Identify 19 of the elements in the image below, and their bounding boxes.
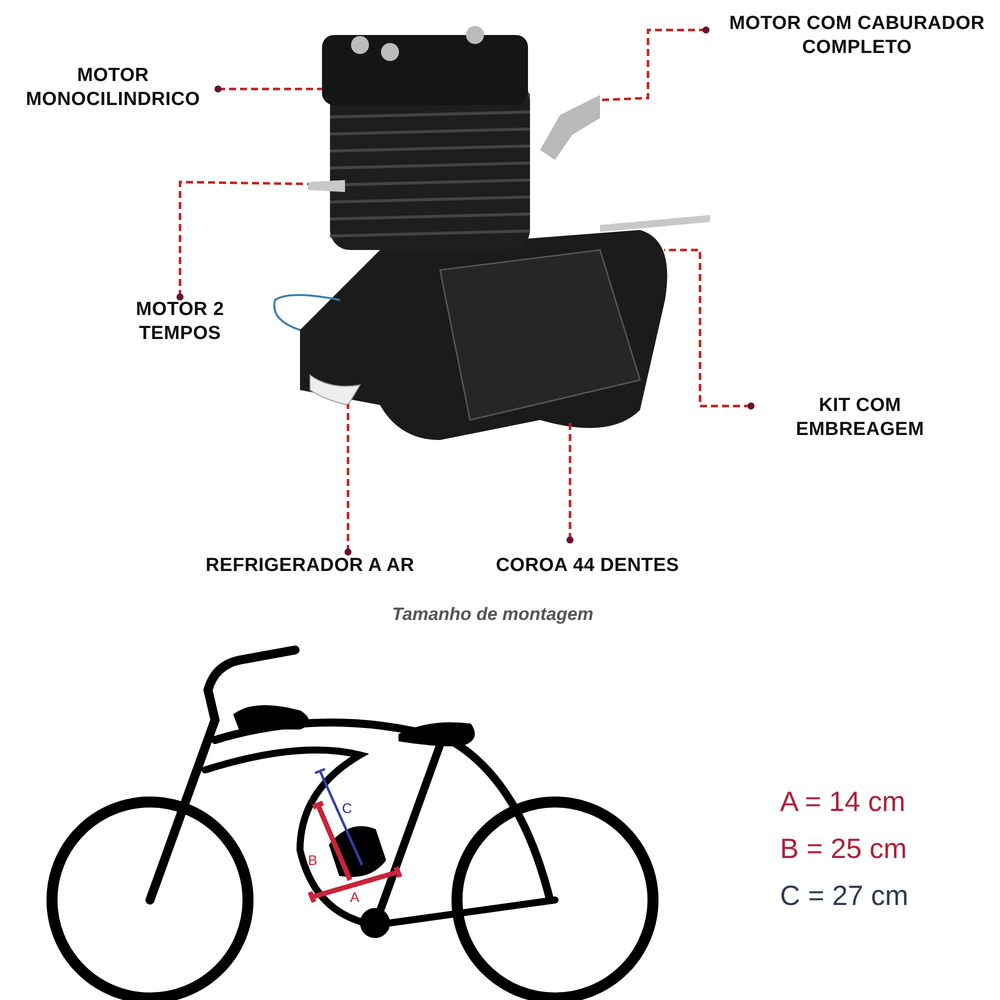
callout-text: MOTOR COM CABURADOR COMPLETO (712, 12, 1000, 60)
leader-line (664, 248, 754, 410)
leader-line (600, 26, 710, 102)
dimension-letter: B (308, 852, 318, 868)
callout-text: MOTOR 2 TEMPOS (130, 298, 230, 346)
leader-line (344, 404, 352, 556)
measurement-text: B = 25 cm (780, 833, 907, 865)
callout-text: MOTOR MONOCILINDRICO (8, 64, 218, 112)
measurement-text: A = 14 cm (780, 786, 906, 818)
leader-line (214, 86, 322, 92)
callout-text: KIT COM EMBREAGEM (755, 394, 965, 442)
section-heading: Tamanho de montagem (392, 604, 594, 625)
measurement-text: C = 27 cm (780, 880, 908, 912)
leader-line (566, 420, 574, 544)
dimension-letter: C (342, 800, 352, 816)
callout-text: COROA 44 DENTES (480, 554, 695, 578)
leader-line (176, 180, 308, 300)
dimension-letter: A (350, 889, 360, 905)
callout-text: REFRIGERADOR A AR (190, 554, 430, 578)
